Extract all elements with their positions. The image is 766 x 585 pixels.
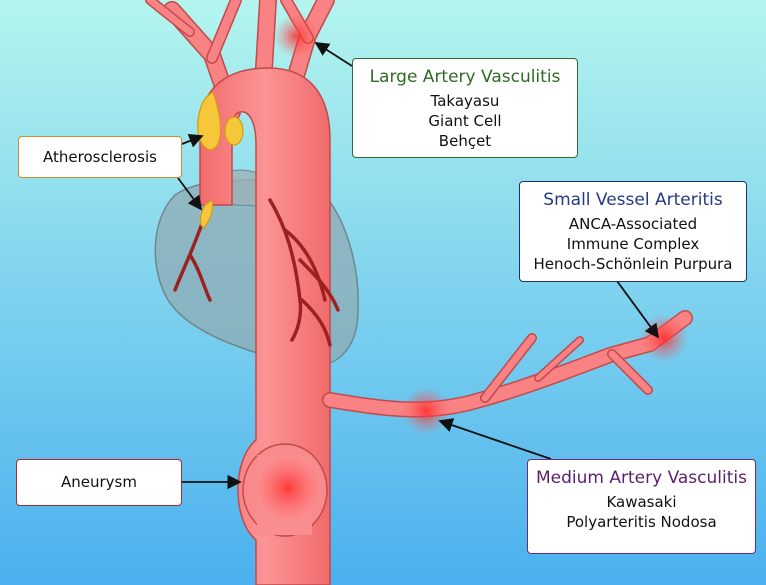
aneurysm-label: Aneurysm xyxy=(61,473,137,491)
medium-artery-item: Polyarteritis Nodosa xyxy=(528,512,755,532)
small-vessel-item: Henoch-Schönlein Purpura xyxy=(520,254,746,274)
aneurysm-box: Aneurysm xyxy=(16,459,182,506)
small-vessel-item: Immune Complex xyxy=(520,234,746,254)
small-vessel-item: ANCA-Associated xyxy=(520,214,746,234)
atherosclerosis-box: Atherosclerosis xyxy=(18,136,182,178)
medium-artery-vasculitis-title: Medium Artery Vasculitis xyxy=(528,466,755,490)
large-artery-item: Takayasu xyxy=(353,91,577,111)
aneurysm-hotspot xyxy=(256,456,320,520)
small-vessel-arteritis-box: Small Vessel Arteritis ANCA-Associated I… xyxy=(519,181,747,282)
large-artery-hotspot xyxy=(274,14,318,58)
large-artery-vasculitis-title: Large Artery Vasculitis xyxy=(353,65,577,89)
medium-artery-item: Kawasaki xyxy=(528,492,755,512)
medium-artery-vasculitis-box: Medium Artery Vasculitis Kawasaki Polyar… xyxy=(527,459,756,554)
large-artery-item: Giant Cell xyxy=(353,111,577,131)
large-artery-item: Behçet xyxy=(353,131,577,151)
atherosclerosis-label: Atherosclerosis xyxy=(43,148,157,166)
medium-artery-hotspot xyxy=(402,387,450,435)
large-artery-vasculitis-box: Large Artery Vasculitis Takayasu Giant C… xyxy=(352,58,578,158)
small-vessel-arteritis-title: Small Vessel Arteritis xyxy=(520,188,746,212)
